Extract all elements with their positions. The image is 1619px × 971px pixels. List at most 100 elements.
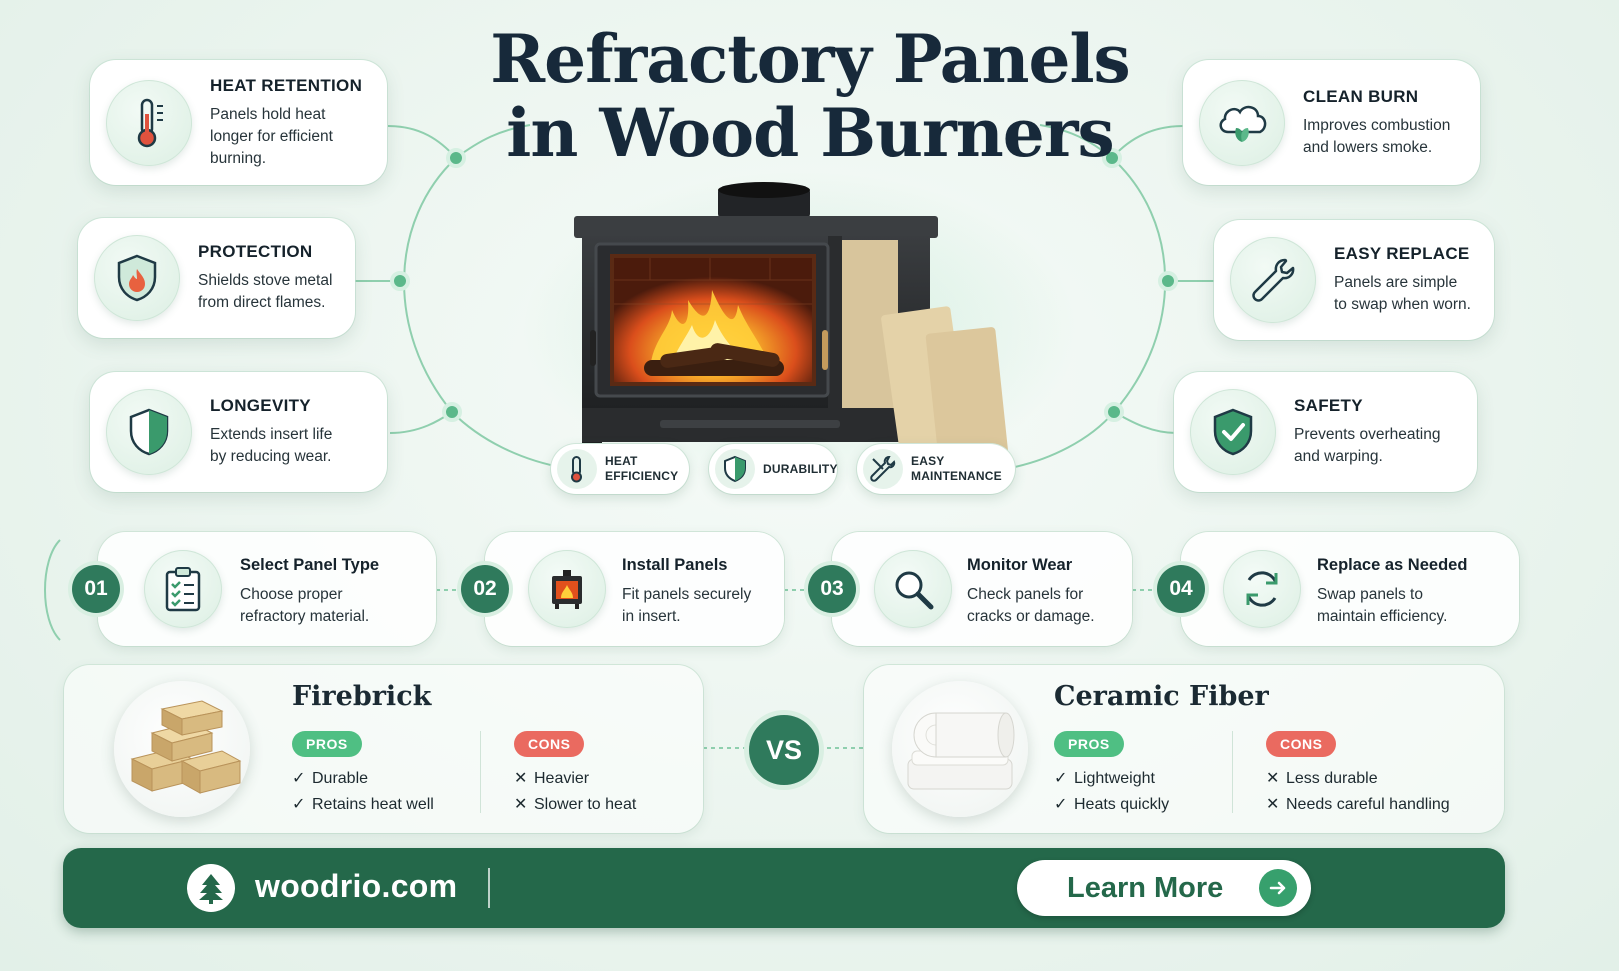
check-icon: ✓ xyxy=(292,770,306,787)
step-card-3: 03 Monitor Wear Check panels for cracks … xyxy=(808,532,1132,646)
step-title: Install Panels xyxy=(622,556,728,574)
site-link[interactable]: woodrio.com xyxy=(255,868,458,904)
step-number: 04 xyxy=(1157,565,1205,613)
compare-panel-ceramic-fiber: Ceramic Fiber PROS ✓Lightweight ✓Heats q… xyxy=(864,665,1504,833)
step-desc-line: Check panels for xyxy=(967,586,1084,603)
vs-badge: VS xyxy=(749,715,819,785)
feature-desc-line: Panels are simple xyxy=(1334,274,1458,291)
step-desc-line: maintain efficiency. xyxy=(1317,608,1448,625)
feature-heading: LONGEVITY xyxy=(210,396,311,415)
pill-durability: DURABILITY xyxy=(709,444,837,494)
feature-heading: EASY REPLACE xyxy=(1334,244,1470,263)
step-desc-line: Choose proper xyxy=(240,586,343,603)
pros-item: ✓Lightweight xyxy=(1054,770,1155,787)
shield-check-icon xyxy=(1190,389,1276,475)
step-title: Monitor Wear xyxy=(967,556,1073,574)
firebrick-stack-image xyxy=(114,681,250,817)
step-number: 01 xyxy=(72,565,120,613)
ceramic-fiber-roll-image xyxy=(892,681,1028,817)
wood-burner-illustration xyxy=(574,182,1009,466)
material-title: Ceramic Fiber xyxy=(1054,681,1269,712)
pros-badge: PROS xyxy=(1054,731,1124,757)
shield-icon xyxy=(106,389,192,475)
pros-item: ✓Heats quickly xyxy=(1054,796,1170,813)
pill-text: DURABILITY xyxy=(763,461,838,476)
pros-item: ✓Durable xyxy=(292,770,369,787)
feature-card-protection: PROTECTION Shields stove metal from dire… xyxy=(78,218,355,338)
feature-desc-line: by reducing wear. xyxy=(210,448,332,465)
cross-icon: ✕ xyxy=(514,796,528,813)
clipboard-icon xyxy=(144,550,222,628)
feature-card-easy-replace: EASY REPLACE Panels are simple to swap w… xyxy=(1214,220,1494,340)
wrench-icon xyxy=(1230,237,1316,323)
step-number: 02 xyxy=(461,565,509,613)
shield-flame-icon xyxy=(94,235,180,321)
pros-badge: PROS xyxy=(292,731,362,757)
step-desc-line: refractory material. xyxy=(240,608,370,625)
pros-item: ✓Retains heat well xyxy=(292,796,434,813)
pill-text: EASY xyxy=(911,454,945,468)
pill-text: HEAT xyxy=(605,454,638,468)
cloud-leaf-icon xyxy=(1199,79,1285,166)
feature-desc-line: burning. xyxy=(210,149,267,167)
feature-desc-line: Panels hold heat xyxy=(210,105,326,123)
cross-icon: ✕ xyxy=(1266,796,1280,813)
shield-icon xyxy=(715,449,755,489)
cons-badge: CONS xyxy=(1266,731,1337,757)
pill-text: EFFICIENCY xyxy=(605,469,679,483)
step-title: Select Panel Type xyxy=(240,556,380,574)
step-card-1: 01 Select Panel Type Choose proper refra… xyxy=(72,532,436,646)
arrow-right-icon xyxy=(1259,869,1297,907)
pill-text: MAINTENANCE xyxy=(911,469,1002,483)
feature-desc-line: to swap when worn. xyxy=(1334,296,1471,313)
feature-desc-line: and warping. xyxy=(1294,448,1383,465)
feature-card-heat-retention: HEAT RETENTION Panels hold heat longer f… xyxy=(90,60,387,185)
feature-card-longevity: LONGEVITY Extends insert life by reducin… xyxy=(90,372,387,492)
step-number: 03 xyxy=(808,565,856,613)
pill-easy-maintenance: EASY MAINTENANCE xyxy=(857,444,1015,494)
stove-icon xyxy=(528,550,606,628)
footer-divider xyxy=(488,868,490,908)
check-icon: ✓ xyxy=(1054,770,1068,787)
check-icon: ✓ xyxy=(292,796,306,813)
step-card-4: 04 Replace as Needed Swap panels to main… xyxy=(1157,532,1519,646)
refresh-icon xyxy=(1223,550,1301,628)
step-desc-line: Fit panels securely xyxy=(622,586,752,603)
feature-desc-line: Improves combustion xyxy=(1303,116,1451,134)
step-desc-line: Swap panels to xyxy=(1317,586,1423,603)
tools-icon xyxy=(863,449,903,489)
learn-more-label: Learn More xyxy=(1067,871,1224,904)
feature-desc-line: Shields stove metal xyxy=(198,272,333,289)
compare-panel-firebrick: Firebrick PROS ✓Durable ✓Retains heat we… xyxy=(64,665,703,833)
feature-desc-line: from direct flames. xyxy=(198,294,326,311)
cons-badge: CONS xyxy=(514,731,585,757)
feature-heading: PROTECTION xyxy=(198,242,313,261)
feature-heading: SAFETY xyxy=(1294,396,1363,415)
step-desc-line: in insert. xyxy=(622,608,681,625)
thermometer-icon xyxy=(106,79,192,166)
page-title: Refractory Panels in Wood Burners xyxy=(420,22,1200,170)
cons-item: ✕Needs careful handling xyxy=(1266,796,1450,813)
feature-desc-line: longer for efficient xyxy=(210,127,333,145)
title-line-1: Refractory Panels xyxy=(490,20,1130,98)
magnifier-icon xyxy=(874,550,952,628)
feature-desc-line: Prevents overheating xyxy=(1294,426,1441,443)
material-title: Firebrick xyxy=(292,681,432,712)
learn-more-button[interactable]: Learn More xyxy=(1017,860,1311,916)
step-card-2: 02 Install Panels Fit panels securely in… xyxy=(461,532,784,646)
step-desc-line: cracks or damage. xyxy=(967,608,1095,625)
footer-bar: woodrio.com Learn More xyxy=(63,848,1505,928)
feature-desc-line: and lowers smoke. xyxy=(1303,138,1433,156)
divider xyxy=(480,731,481,813)
title-line-2: in Wood Burners xyxy=(506,94,1114,172)
cons-item: ✕Less durable xyxy=(1266,770,1378,787)
step-title: Replace as Needed xyxy=(1317,556,1468,574)
pill-heat-efficiency: HEAT EFFICIENCY xyxy=(551,444,689,494)
feature-heading: CLEAN BURN xyxy=(1303,86,1419,106)
feature-heading: HEAT RETENTION xyxy=(210,75,363,95)
cross-icon: ✕ xyxy=(1266,770,1280,787)
thermometer-icon xyxy=(557,449,597,489)
tree-icon[interactable] xyxy=(187,864,235,912)
check-icon: ✓ xyxy=(1054,796,1068,813)
cons-item: ✕Heavier xyxy=(514,770,590,787)
